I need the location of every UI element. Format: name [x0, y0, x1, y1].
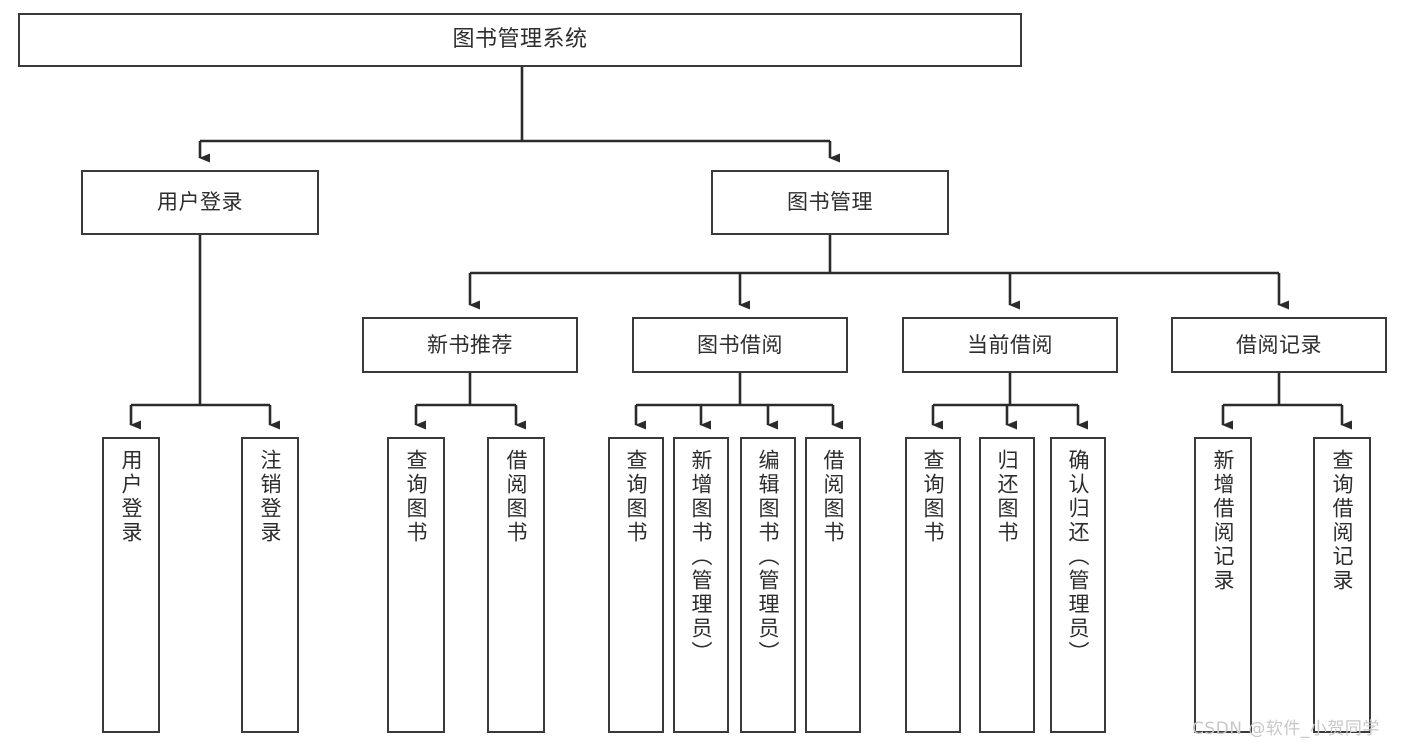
node-label: 注销登录 — [258, 449, 283, 545]
csdn-watermark: CSDN @软件_小贺同学 — [1192, 719, 1380, 739]
node-label: 图书管理 — [787, 190, 873, 215]
edges-borrow-to-leaves — [634, 373, 843, 430]
node-label: 图书管理系统 — [452, 27, 588, 53]
node-root-system[interactable]: 图书管理系统 — [18, 13, 1022, 67]
node-label: 查询图书 — [624, 449, 649, 545]
node-borrow-records[interactable]: 借阅记录 — [1171, 317, 1387, 373]
edges-booksmgmt-to-level3 — [468, 235, 1289, 310]
leaf-borrow-book-newbook[interactable]: 借阅图书 — [487, 437, 545, 733]
node-user-login[interactable]: 用户登录 — [81, 170, 319, 235]
node-label: 新增借阅记录 — [1211, 449, 1236, 593]
node-book-borrow[interactable]: 图书借阅 — [632, 317, 848, 373]
node-label: 查询图书 — [921, 449, 946, 545]
node-label: 借阅图书 — [821, 449, 846, 545]
node-current-borrow[interactable]: 当前借阅 — [902, 317, 1118, 373]
leaf-query-book-borrow[interactable]: 查询图书 — [608, 437, 664, 733]
edges-userlogin-to-leaves — [129, 235, 280, 430]
node-label: 借阅图书 — [504, 449, 529, 545]
leaf-add-borrow-record[interactable]: 新增借阅记录 — [1194, 437, 1252, 733]
leaf-logout[interactable]: 注销登录 — [241, 437, 299, 733]
leaf-query-borrow-record[interactable]: 查询借阅记录 — [1313, 437, 1371, 733]
leaf-query-book-newbook[interactable]: 查询图书 — [387, 437, 445, 733]
leaf-borrow-book[interactable]: 借阅图书 — [805, 437, 861, 733]
node-label: 新增图书（管理员） — [689, 449, 714, 665]
leaf-user-login[interactable]: 用户登录 — [102, 437, 160, 733]
node-label: 查询图书 — [404, 449, 429, 545]
leaf-confirm-return-admin[interactable]: 确认归还（管理员） — [1050, 437, 1106, 733]
edges-records-to-leaves — [1221, 373, 1352, 430]
node-label: 当前借阅 — [967, 332, 1053, 357]
node-label: 用户登录 — [157, 190, 243, 215]
node-label: 新书推荐 — [427, 332, 513, 357]
leaf-return-book[interactable]: 归还图书 — [979, 437, 1035, 733]
leaf-add-book-admin[interactable]: 新增图书（管理员） — [673, 437, 729, 733]
node-label: 确认归还（管理员） — [1066, 449, 1091, 665]
edges-newbook-to-leaves — [414, 373, 526, 430]
node-label: 编辑图书（管理员） — [756, 449, 781, 665]
node-label: 图书借阅 — [697, 332, 783, 357]
leaf-edit-book-admin[interactable]: 编辑图书（管理员） — [740, 437, 796, 733]
node-label: 归还图书 — [995, 449, 1020, 545]
edges-current-to-leaves — [931, 373, 1088, 430]
node-new-book-recommend[interactable]: 新书推荐 — [362, 317, 578, 373]
edges-root-to-level2 — [198, 67, 840, 163]
node-book-management[interactable]: 图书管理 — [711, 170, 949, 235]
node-label: 用户登录 — [119, 449, 144, 545]
node-label: 借阅记录 — [1236, 332, 1322, 357]
leaf-query-book-current[interactable]: 查询图书 — [905, 437, 961, 733]
node-label: 查询借阅记录 — [1330, 449, 1355, 593]
